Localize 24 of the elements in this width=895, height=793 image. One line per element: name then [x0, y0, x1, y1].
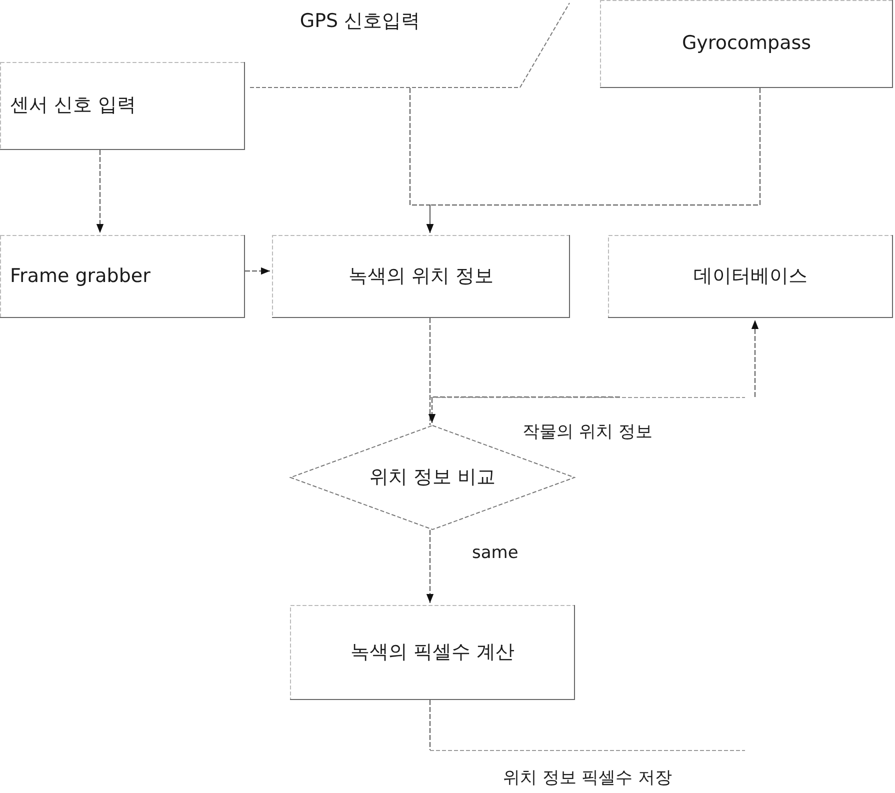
process-box — [608, 235, 893, 318]
node-label: Frame grabber — [10, 264, 150, 288]
process-box — [290, 605, 575, 700]
node-label: 위치 정보 비교 — [369, 466, 496, 490]
arrow — [428, 396, 620, 424]
node-label: 녹색의 픽셀수 계산 — [350, 640, 515, 664]
input-parallelogram — [250, 0, 570, 88]
arrow — [244, 267, 270, 275]
process-box — [0, 235, 245, 318]
process-box — [600, 0, 893, 88]
node-label: GPS 신호입력 — [298, 10, 422, 34]
node-label: 센서 신호 입력 — [10, 94, 136, 118]
node-label: 녹색의 위치 정보 — [348, 264, 494, 288]
arrow — [426, 530, 434, 604]
node-label: 데이터베이스 — [694, 264, 808, 288]
arrow — [96, 150, 104, 234]
process-box — [0, 62, 245, 150]
node-label: Gyrocompass — [682, 32, 812, 56]
process-box — [272, 235, 570, 318]
decision-diamond — [290, 425, 575, 530]
arrow — [426, 88, 760, 234]
node-label: 작물의 위치 정보 — [522, 422, 652, 443]
node-label: 위치 정보 픽셀수 저장 — [502, 768, 672, 789]
arrow — [751, 320, 759, 398]
